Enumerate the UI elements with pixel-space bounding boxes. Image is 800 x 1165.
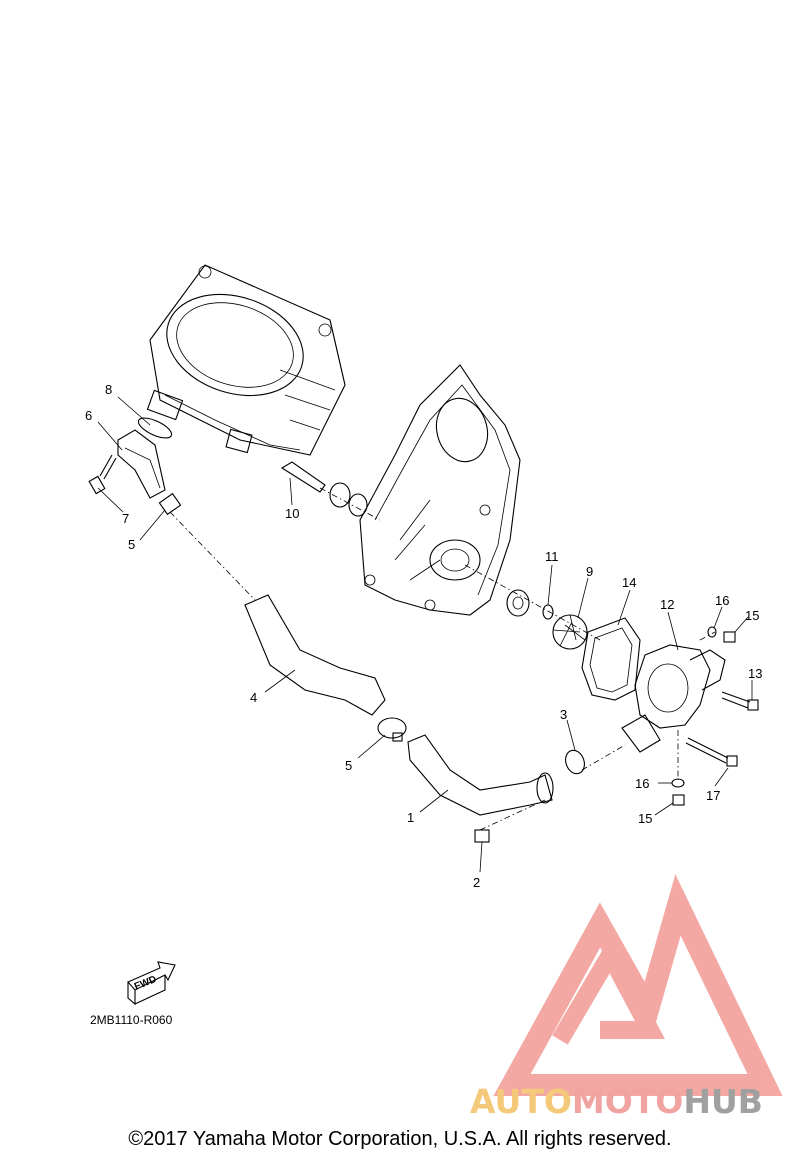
pipe-1 (407, 734, 554, 816)
gasket-14 (581, 617, 641, 701)
o-ring-8 (137, 417, 173, 439)
callout-12: 12 (660, 597, 674, 612)
washer-16-upper (707, 626, 717, 638)
callout-5-lower: 5 (345, 758, 352, 773)
watermark-logo (493, 874, 783, 1096)
callout-15-lower: 15 (638, 811, 652, 826)
fwd-arrow-icon: FWD (127, 961, 176, 1006)
thermostat-housing (117, 429, 166, 499)
watermark-part2: MOTO (572, 1082, 683, 1121)
impeller-9 (552, 614, 588, 650)
bolt-15-lower (672, 794, 685, 806)
impeller-shaft-10 (280, 461, 368, 517)
bolt-15-upper (723, 631, 736, 643)
svg-text:AUTOMOTOHUB: AUTOMOTOHUB (470, 1082, 763, 1121)
hose-clamp-upper (158, 492, 182, 516)
callout-7: 7 (122, 511, 129, 526)
diagram-code: 2MB1110-R060 (90, 1013, 173, 1027)
callout-17: 17 (706, 788, 720, 803)
watermark-part1: AUTO (470, 1082, 572, 1121)
hose-clamp-lower (377, 717, 407, 742)
callout-4: 4 (250, 690, 257, 705)
watermark-part3: HUB (683, 1082, 763, 1121)
callout-9: 9 (586, 564, 593, 579)
callout-15-upper: 15 (745, 608, 759, 623)
callout-13: 13 (748, 666, 762, 681)
water-pump-housing-12 (621, 644, 726, 753)
callout-16-lower: 16 (635, 776, 649, 791)
watermark-text: AUTOMOTOHUB (470, 1082, 763, 1121)
hose-4 (244, 594, 386, 716)
assembly-lines (169, 487, 716, 831)
callout-6: 6 (85, 408, 92, 423)
callout-11: 11 (545, 549, 559, 564)
bolt-13 (721, 691, 759, 711)
callout-3: 3 (560, 707, 567, 722)
oil-seal (506, 589, 530, 617)
washer-11 (542, 604, 554, 620)
bolt-17 (685, 737, 738, 767)
cylinder (146, 264, 346, 456)
callouts: 8 6 7 5 10 4 5 1 2 3 11 9 14 12 16 15 13… (85, 382, 762, 890)
callout-2: 2 (473, 875, 480, 890)
copyright-notice: ©2017 Yamaha Motor Corporation, U.S.A. A… (128, 1128, 672, 1150)
fwd-label: FWD (133, 974, 158, 993)
callout-10: 10 (285, 506, 299, 521)
crankcase-cover (359, 364, 521, 616)
callout-5-upper: 5 (128, 537, 135, 552)
callout-1: 1 (407, 810, 414, 825)
bolt-7 (88, 454, 117, 495)
o-ring-3 (565, 749, 585, 775)
washer-16-lower (671, 778, 685, 788)
callout-16-upper: 16 (715, 593, 729, 608)
leader-lines (97, 396, 753, 873)
callout-8: 8 (105, 382, 112, 397)
bolt-2 (474, 829, 490, 843)
callout-14: 14 (622, 575, 636, 590)
